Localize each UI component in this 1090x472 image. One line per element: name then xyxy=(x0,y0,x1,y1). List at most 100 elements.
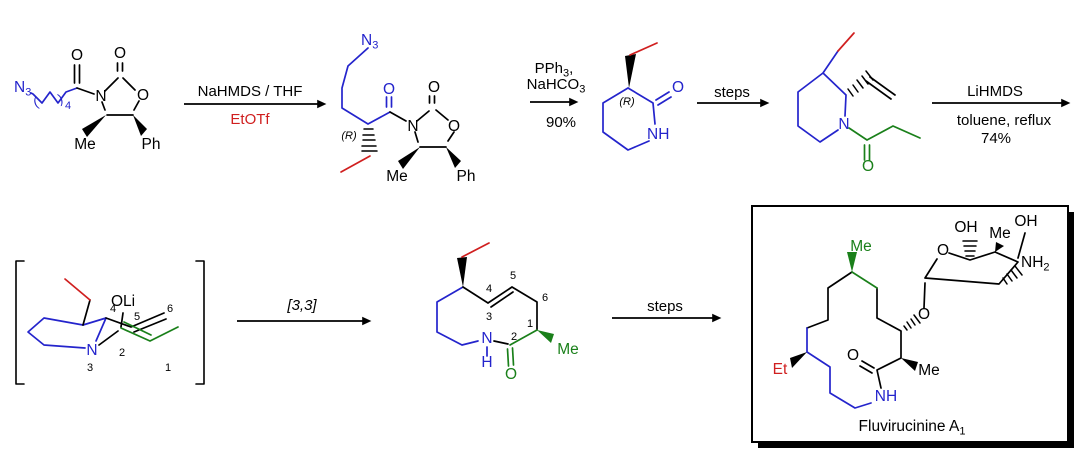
acyl-o-label: O xyxy=(71,47,83,64)
ring-bonds-blue xyxy=(797,50,847,143)
lactam-o-label: O xyxy=(505,366,517,383)
structure-azidoacyl-oxazolidinone: N3 ( ) 4 O N O O Me Ph xyxy=(14,45,160,153)
wedge-ph xyxy=(446,147,461,168)
ring-o-label: O xyxy=(448,118,460,135)
reagent-above-1: PPh3, xyxy=(535,60,574,80)
wedge-me-alpha xyxy=(901,358,918,371)
ring-bonds-blue xyxy=(602,87,672,151)
bonds-black xyxy=(389,95,455,148)
wedge-me xyxy=(398,147,420,169)
product-caption: Fluvirucinine A1 xyxy=(859,418,966,438)
carbamate-o-label: O xyxy=(428,79,440,96)
product-box-frame xyxy=(751,205,1069,443)
atom-number-2: 2 xyxy=(511,331,517,343)
ring-o-label: O xyxy=(137,87,149,104)
atom-number-4: 4 xyxy=(110,303,116,315)
lactam-bonds-green xyxy=(506,329,538,367)
me-alpha-label: Me xyxy=(918,362,940,379)
wedge-ethyl xyxy=(625,54,636,88)
ethyl-terminus-red xyxy=(340,155,371,173)
reagent-above: NaHMDS / THF xyxy=(198,83,303,100)
wedge-me-top-green xyxy=(847,252,857,272)
sugar-me-label: Me xyxy=(989,225,1011,242)
reaction-arrow-3: steps xyxy=(697,84,770,108)
bracket-right xyxy=(195,260,205,385)
bonds-black xyxy=(462,286,538,345)
oh-left-label: OH xyxy=(954,219,977,236)
structure-ethylated-oxazolidinone: N3 (R) O N O O Me Ph xyxy=(340,32,475,185)
steps-label: steps xyxy=(714,84,750,101)
hashed-glycosidic-bond xyxy=(903,314,921,331)
stereo-label: (R) xyxy=(619,96,635,108)
oh-right-bond xyxy=(1017,232,1026,259)
reaction-arrow-6: steps xyxy=(612,298,722,323)
et-label: Et xyxy=(773,361,788,378)
yield-below: 74% xyxy=(981,130,1011,147)
oh-right-label: OH xyxy=(1014,213,1037,230)
yield-below: 90% xyxy=(546,114,576,131)
stereo-label: (R) xyxy=(341,130,357,142)
conditions-below: toluene, reflux xyxy=(957,112,1052,129)
oli-label: OLi xyxy=(111,293,135,310)
reagent-below: EtOTf xyxy=(230,111,270,128)
me-label: Me xyxy=(557,341,579,358)
wedge-ethyl xyxy=(457,257,467,287)
wedge-ph xyxy=(133,115,147,136)
atom-number-1: 1 xyxy=(165,362,171,374)
wedge-sugar-me xyxy=(995,242,1004,252)
ethyl-terminus-red xyxy=(629,42,658,56)
macrocycle-bonds-blue xyxy=(806,327,872,409)
me-label: Me xyxy=(74,136,96,153)
amide-o-label: O xyxy=(847,347,859,364)
nh-label: NH xyxy=(875,388,897,405)
structure-lithium-enolate-intermediate: OLi N 4 5 6 2 1 3 xyxy=(15,260,205,385)
sigmatropic-label: [3,3] xyxy=(286,297,317,314)
azide-chain-bonds xyxy=(341,47,393,125)
reaction-arrow-1: NaHMDS / THF EtOTf xyxy=(184,83,327,128)
azide-label: N3 xyxy=(14,79,31,99)
paren-open: ( xyxy=(31,94,40,110)
reaction-arrow-2: PPh3, NaHCO3 90% xyxy=(527,60,586,131)
bracket-left xyxy=(15,260,25,385)
reaction-arrow-5: [3,3] xyxy=(237,297,372,326)
atom-number-1: 1 xyxy=(527,318,533,330)
atom-number-4: 4 xyxy=(486,283,492,295)
macrocycle-bonds-black xyxy=(806,271,902,389)
enolate-bonds-green xyxy=(120,321,179,342)
reaction-arrow-4: LiHMDS toluene, reflux 74% xyxy=(932,83,1071,147)
atom-number-5: 5 xyxy=(134,311,140,323)
sugar-ring-bonds xyxy=(924,251,1019,285)
hashed-ethyl-bond xyxy=(361,128,378,152)
azide-chain-bonds xyxy=(30,87,78,104)
azide-label: N3 xyxy=(361,32,378,52)
hashed-vinyl-bond xyxy=(847,70,874,97)
ring-n-label: N xyxy=(86,342,97,359)
ring-n-label: N xyxy=(838,116,849,133)
lactam-o-label: O xyxy=(672,79,684,96)
reagent-above: LiHMDS xyxy=(967,83,1023,100)
amide-o-label: O xyxy=(862,158,874,175)
atom-number-6: 6 xyxy=(542,292,548,304)
ethyl-terminus-red xyxy=(461,242,490,258)
nh-h-label: H xyxy=(481,354,492,371)
atom-number-3: 3 xyxy=(486,311,492,323)
ethyl-terminus-red xyxy=(64,278,91,301)
ring-n-label: N xyxy=(95,88,106,105)
product-box: Me Et O NH Me O O OH Me OH NH2 Fluviruci… xyxy=(751,205,1074,448)
me-label: Me xyxy=(386,168,408,185)
hashed-oh-left-bond xyxy=(962,240,978,257)
paren-subscript: 4 xyxy=(65,100,71,112)
paren-close: ) xyxy=(56,91,65,107)
vinyl-double-bond xyxy=(865,76,896,100)
ring-bonds-blue xyxy=(436,286,488,357)
reagent-above-2: NaHCO3 xyxy=(527,76,586,96)
structure-ethyl-piperidinone: (R) O NH xyxy=(602,42,684,151)
ring-n-label: N xyxy=(481,330,492,347)
wedge-me xyxy=(82,115,106,137)
ring-n-label: N xyxy=(407,118,418,135)
structure-ring-expanded-lactam: N H O Me 4 5 6 3 2 1 xyxy=(436,242,579,383)
propionyl-bonds-green xyxy=(848,125,921,161)
ph-label: Ph xyxy=(142,136,161,153)
